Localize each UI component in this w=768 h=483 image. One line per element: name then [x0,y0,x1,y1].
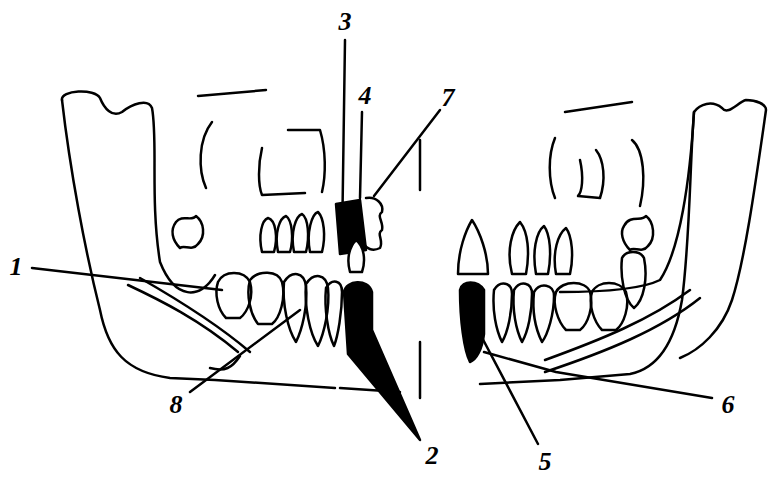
lower-tooth [513,284,532,342]
maxilla-line [259,148,305,195]
upper-tooth [260,218,276,252]
mandibular-canal [545,290,690,360]
upper-tooth [309,212,324,252]
callout-number: 4 [359,83,372,109]
leader-line [342,40,345,245]
lower-canine-black [460,283,484,363]
leader-line [340,388,400,392]
leader-line [374,110,440,196]
leader-line [419,140,422,190]
leader-line [478,330,538,444]
mandible-outline [62,91,215,292]
callout-number: 8 [170,392,183,418]
callout-number: 2 [426,443,439,469]
mandible-outline [560,112,694,292]
upper-tooth [277,216,292,252]
upper-canine [458,220,488,274]
callout-number: 3 [339,9,352,35]
lower-canine-black [344,282,420,440]
leader-line [32,268,222,290]
upper-molar [622,252,646,308]
lower-molar [555,283,592,330]
lower-tooth [493,284,512,342]
lower-molar [216,273,251,318]
callout-number: 5 [539,449,552,475]
mandibular-canal [545,298,700,372]
leader-line [190,310,300,392]
lower-tooth [284,274,307,342]
leader-line [360,112,362,198]
mandible-outline [62,100,335,388]
upper-canine-white [348,240,364,272]
maxilla-line [578,150,603,198]
lower-tooth [533,286,554,342]
leader-line [484,352,712,398]
lower-tooth [325,282,342,346]
molar-tooth [173,216,204,248]
callout-number: 6 [722,392,735,418]
callout-number: 1 [10,254,23,280]
lower-molar [591,283,628,330]
maxilla-line [632,140,643,206]
lower-molar [248,273,283,324]
leader-line [419,342,422,398]
maxilla-line [565,102,632,112]
upper-tooth [534,226,550,274]
maxilla-line [550,138,555,198]
molar-tooth [622,216,653,250]
mandibular-canal [128,285,238,352]
upper-tooth [293,214,308,252]
callout-number: 7 [442,85,455,111]
upper-tooth [555,228,572,274]
mandible-outline [480,100,766,384]
bracket-hatch [364,198,382,250]
maxilla-line [198,90,266,96]
maxilla-line [201,122,212,188]
upper-tooth [510,222,528,274]
mandibular-canal [140,278,250,352]
maxilla-line [288,130,325,192]
